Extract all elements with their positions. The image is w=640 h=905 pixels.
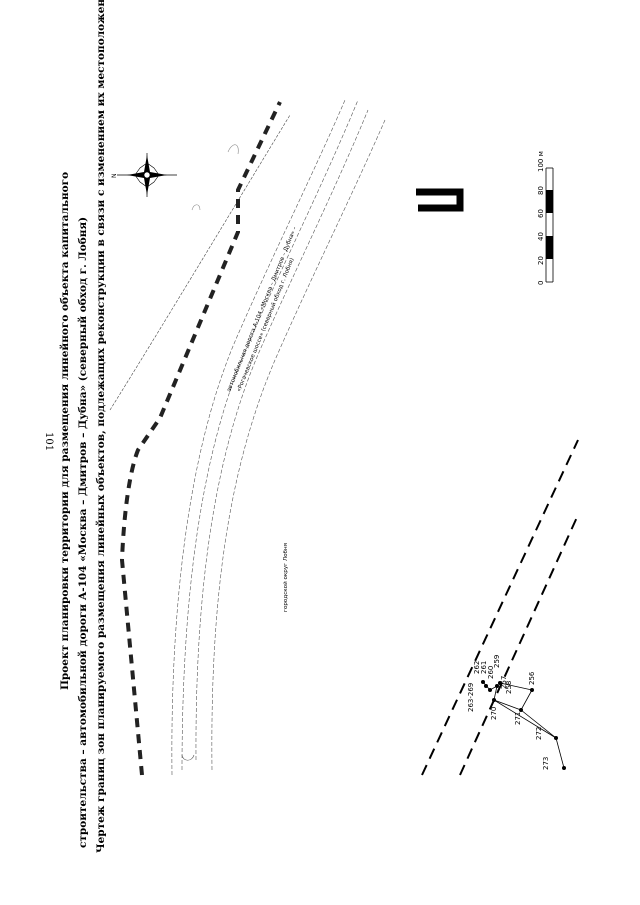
point-label-256: 256: [528, 671, 536, 685]
title-line-1: Проект планировки территории для размеще…: [59, 172, 71, 690]
point-label-272: 272: [535, 727, 543, 740]
point-label-262: 262: [473, 661, 481, 674]
scale-tick-20: 20: [537, 256, 545, 265]
scale-bar: [545, 167, 554, 283]
point-label-271: 271: [514, 712, 522, 725]
sheet-number-glyph: 7: [416, 188, 464, 212]
zone-boundary-diagonal-2: [459, 514, 579, 776]
zone-boundary-dashed: [119, 101, 282, 776]
terrain-mark: [227, 144, 239, 155]
road-end-cap: [181, 754, 195, 761]
terrain-mark: [191, 204, 201, 211]
scale-tick-0: 0: [537, 281, 545, 285]
road-label-line-2: «Рогачевское шоссе» (северный обход г. Л…: [235, 257, 295, 393]
page-number: 101: [43, 432, 54, 451]
point-label-273: 273: [542, 757, 550, 770]
scale-tick-40: 40: [537, 232, 545, 241]
compass-north-label: N: [111, 174, 118, 179]
scale-tick-100: 100 м: [537, 151, 545, 172]
point-line: [493, 699, 557, 739]
title-line-3: Чертеж границ зон планируемого размещени…: [95, 0, 107, 853]
road-label-line-1: автомобильная дорога А-104 «Москва – Дми…: [226, 226, 298, 393]
point-markers: [481, 680, 566, 770]
zone-boundary-diagonal-1: [421, 439, 579, 776]
point-label-258: 258: [505, 681, 513, 694]
point-label-270: 270: [490, 707, 498, 720]
point-label-261: 261: [480, 661, 488, 674]
road-lines: [171, 99, 386, 776]
point-label-260: 260: [487, 666, 495, 679]
point-label-257: 257: [500, 676, 508, 689]
scale-tick-80: 80: [537, 186, 545, 195]
boundary-thin-line: [109, 114, 291, 411]
title-line-2: строительства – автомобильной дороги А-1…: [77, 217, 89, 848]
compass-rose-icon: [117, 153, 177, 197]
district-label: городской округ Лобня: [282, 543, 289, 612]
point-label-263-269: 263-269: [467, 683, 475, 712]
point-label-259: 259: [493, 655, 501, 668]
scale-tick-60: 60: [537, 209, 545, 218]
